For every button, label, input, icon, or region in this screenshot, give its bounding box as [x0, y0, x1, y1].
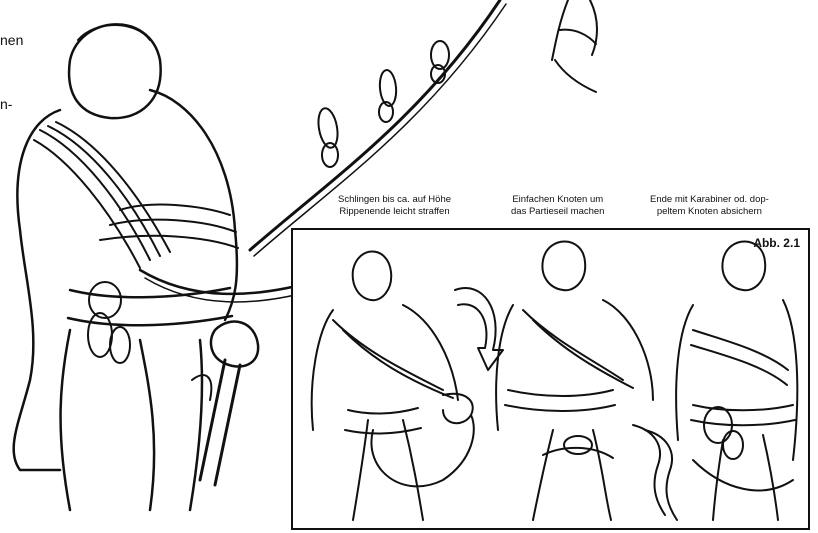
caption-step-2-line2: das Partieseil machen — [511, 206, 604, 218]
step-illustrations — [293, 230, 808, 528]
step-3-figure — [676, 241, 797, 520]
step-1-figure — [312, 251, 503, 520]
caption-step-3: Ende mit Karabiner od. dop- peltem Knote… — [650, 194, 769, 217]
caption-step-1: Schlingen bis ca. auf Höhe Rippenende le… — [338, 194, 451, 217]
caption-step-1-line2: Rippenende leicht straffen — [338, 206, 451, 218]
inset-figure-panel: Abb. 2.1 — [291, 228, 810, 530]
caption-step-1-line1: Schlingen bis ca. auf Höhe — [338, 194, 451, 206]
caption-step-3-line1: Ende mit Karabiner od. dop- — [650, 194, 769, 206]
caption-step-2-line1: Einfachen Knoten um — [511, 194, 604, 206]
caption-step-2: Einfachen Knoten um das Partieseil mache… — [511, 194, 604, 217]
caption-step-3-line2: peltem Knoten absichern — [650, 206, 769, 218]
step-2-figure — [496, 241, 677, 520]
